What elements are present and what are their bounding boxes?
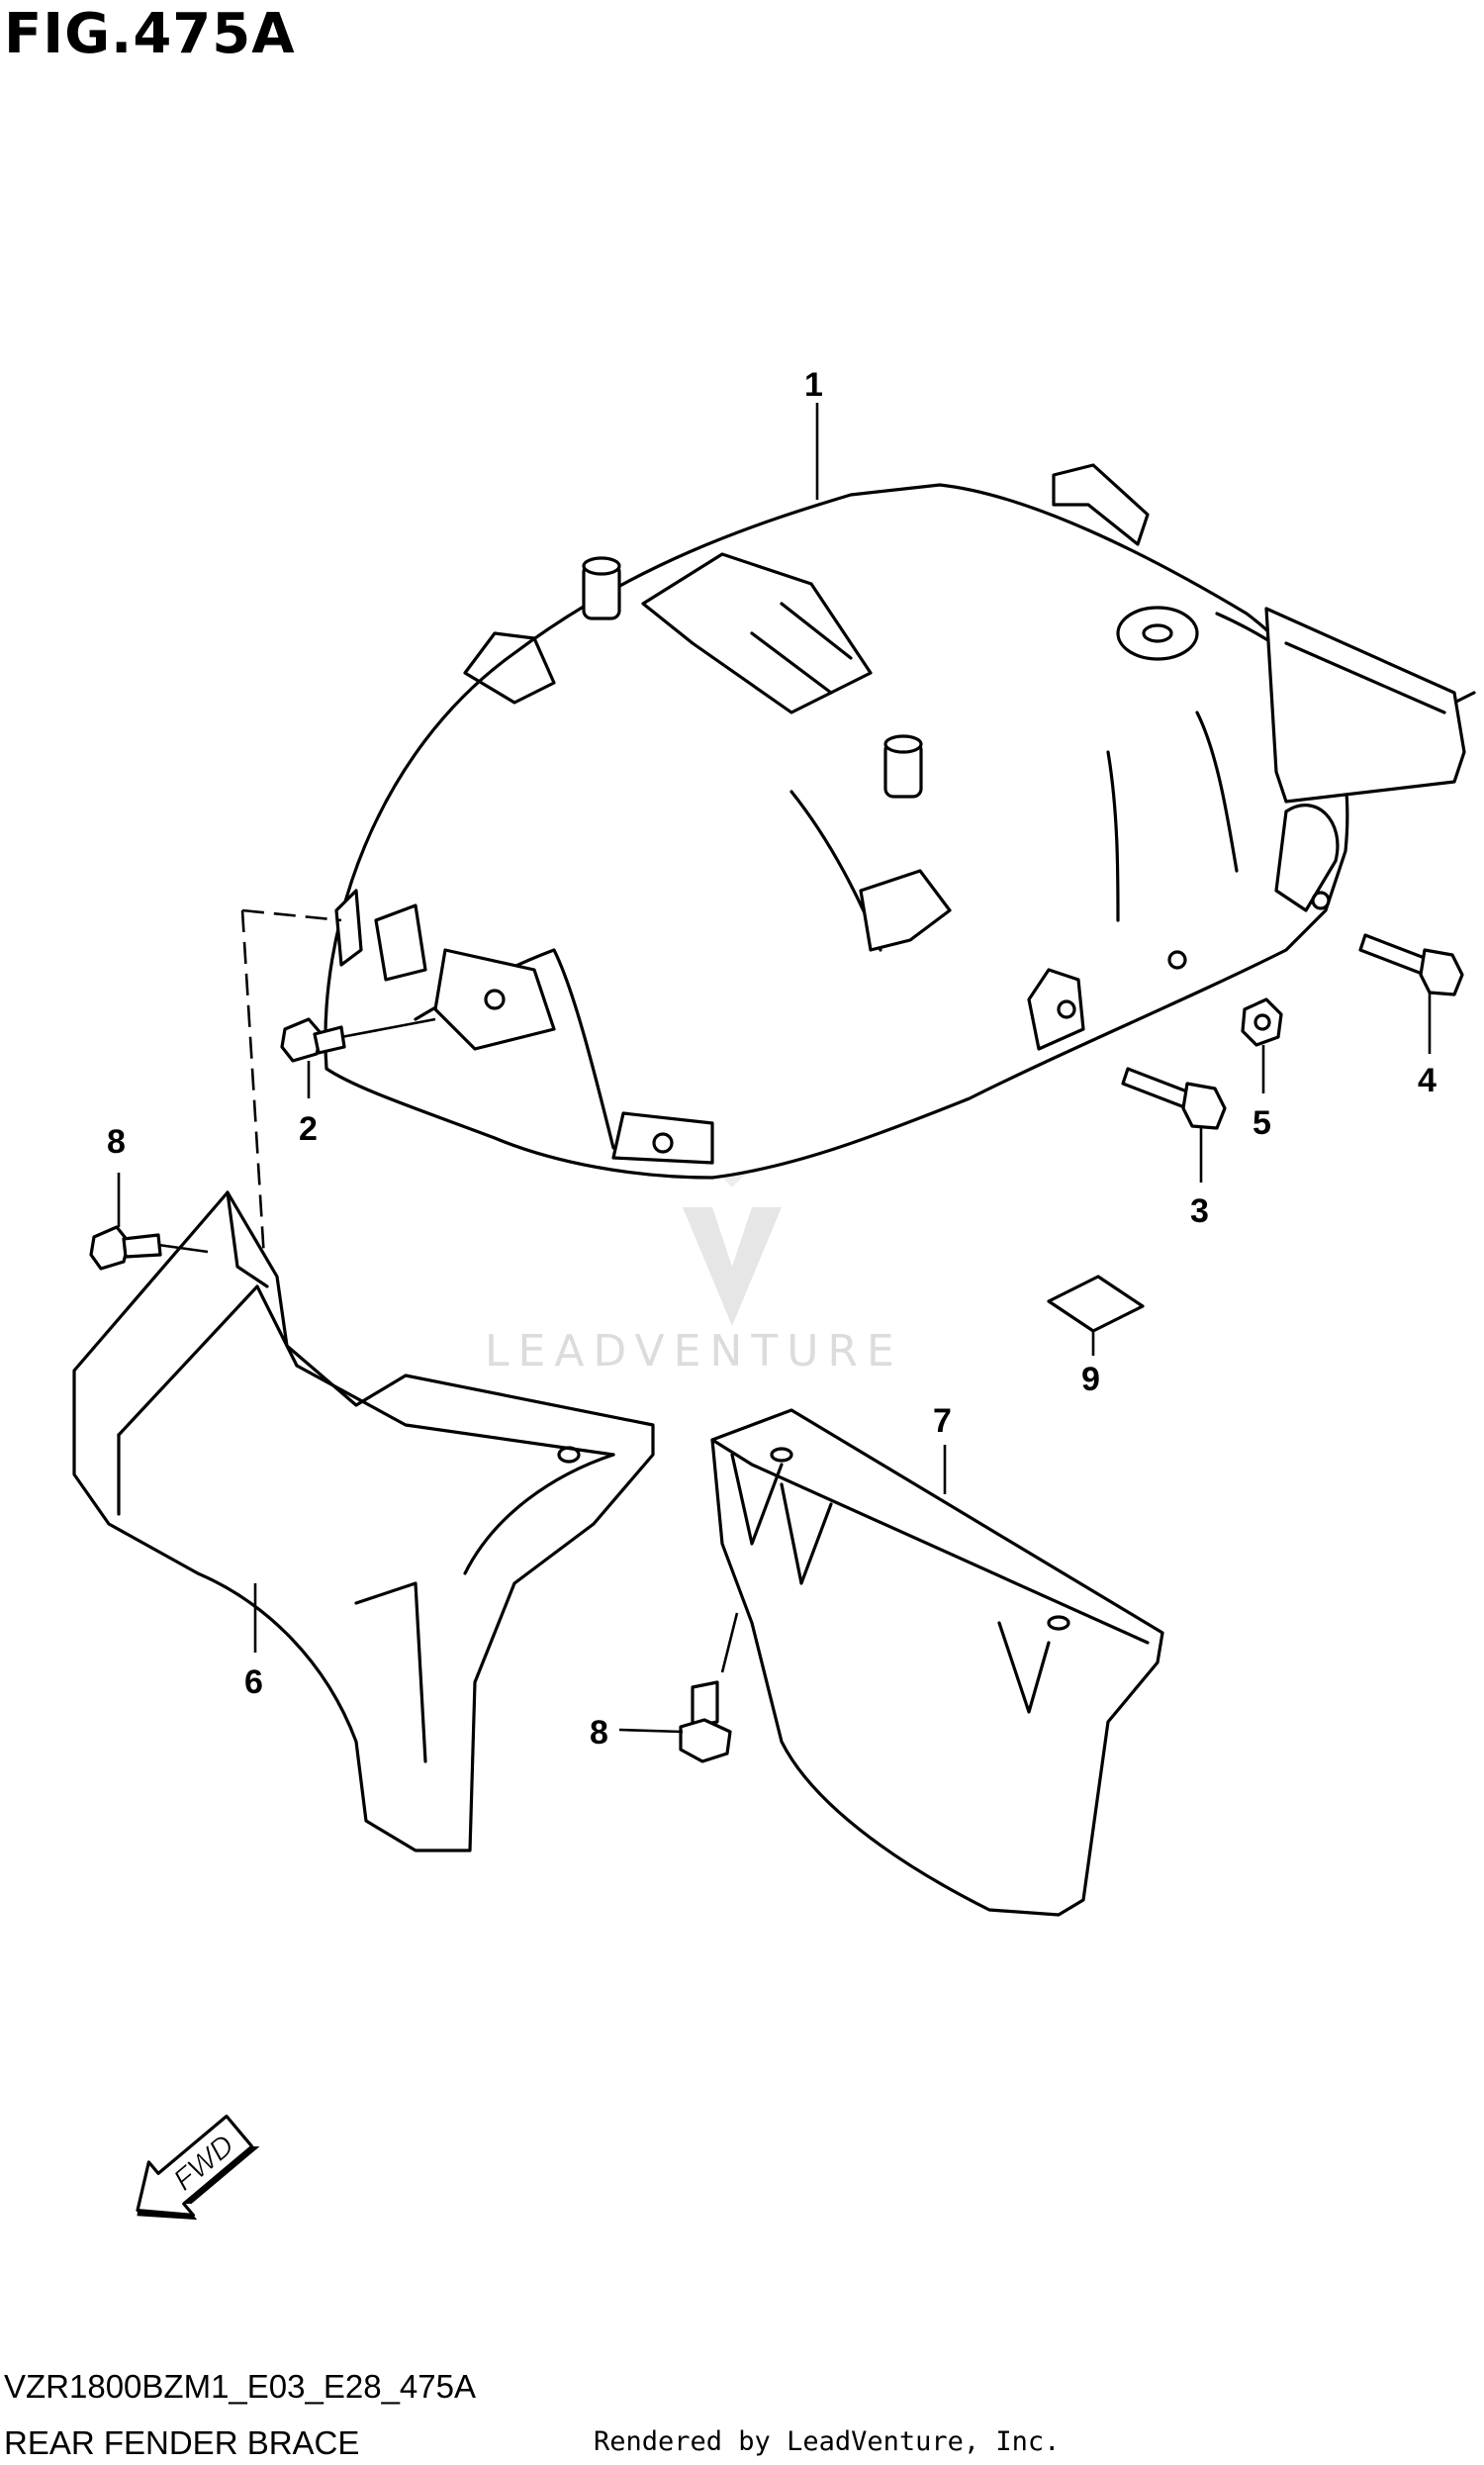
brace-part-6[interactable] (72, 1190, 655, 1852)
figure-title: FIG.475A (4, 2, 296, 66)
callout-4: 4 (1418, 1062, 1437, 1099)
callout-1: 1 (804, 366, 823, 404)
pad-part-9[interactable] (1047, 1275, 1145, 1333)
callout-2: 2 (299, 1110, 318, 1148)
alignment-guide (241, 908, 342, 922)
bolt-part-8-lower[interactable] (679, 1680, 732, 1763)
brace-part-7[interactable] (710, 1408, 1164, 1917)
nut-part-5[interactable] (1241, 997, 1283, 1047)
forward-direction-arrow: FWD (136, 2114, 260, 2221)
alignment-guide (240, 909, 269, 1307)
part-callouts: 1 2 3 4 5 6 7 8 8 9 (107, 366, 1437, 1752)
bolt-part-2[interactable] (280, 1017, 436, 1063)
bolt-part-4[interactable] (1358, 933, 1464, 996)
diagram-name: REAR FENDER BRACE (4, 2424, 360, 2461)
rear-fender-part-1[interactable] (324, 463, 1476, 1180)
bolt-part-3[interactable] (1121, 1067, 1227, 1130)
render-credit: Rendered by LeadVenture, Inc. (594, 2426, 1061, 2457)
diagram-id: VZR1800BZM1_E03_E28_475A (4, 2368, 476, 2405)
callout-6: 6 (244, 1663, 263, 1701)
callout-8-lower: 8 (590, 1714, 608, 1752)
callout-8-upper: 8 (107, 1123, 126, 1161)
callout-3: 3 (1190, 1192, 1209, 1230)
watermark-text: LEADVENTURE (485, 1326, 903, 1376)
callout-5: 5 (1252, 1104, 1271, 1142)
leader-lines (117, 403, 1432, 1734)
callout-9: 9 (1081, 1361, 1100, 1398)
callout-7: 7 (933, 1402, 952, 1440)
bolt-part-8-left[interactable] (89, 1225, 209, 1271)
